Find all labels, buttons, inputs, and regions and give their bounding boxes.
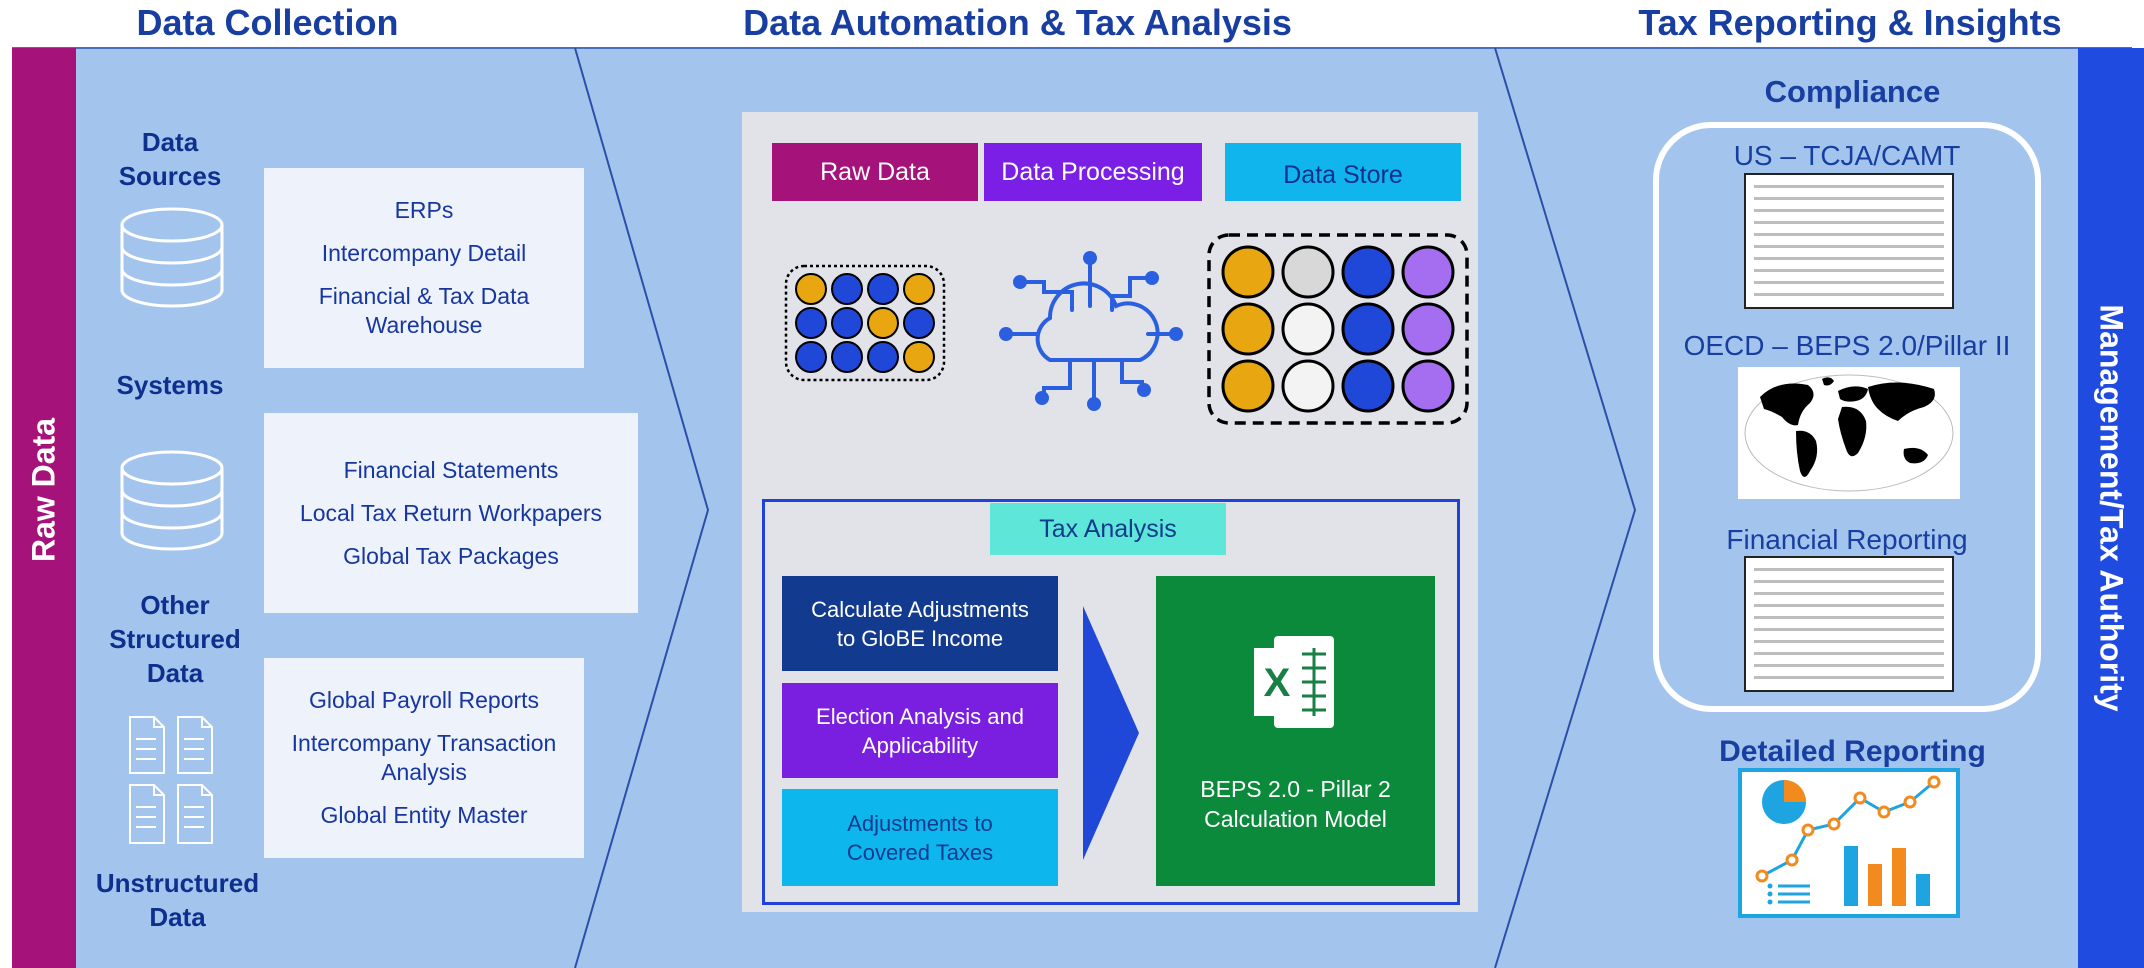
compliance-title: Compliance xyxy=(1764,74,1941,109)
financial-report-document-icon xyxy=(1744,556,1954,692)
other-structured-label: Other Structured Data xyxy=(109,590,241,688)
unstructured-data-label: Unstructured Data xyxy=(95,868,260,932)
pillar2-model-box: X BEPS 2.0 - Pillar 2 Calculation Model xyxy=(1156,576,1435,886)
other-item: Global Entity Master xyxy=(320,802,528,828)
database-icon xyxy=(120,450,224,551)
model-label: BEPS 2.0 - Pillar 2 Calculation Model xyxy=(1200,776,1391,832)
cloud-network-icon xyxy=(999,251,1183,411)
compliance-item-financial: Financial Reporting xyxy=(1726,524,1968,555)
header-data-automation: Data Automation & Tax Analysis xyxy=(743,2,1292,43)
detailed-reporting-title: Detailed Reporting xyxy=(1719,735,1986,768)
compliance-item-us: US – TCJA/CAMT xyxy=(1733,140,1961,171)
system-item: Local Tax Return Workpapers xyxy=(299,499,603,526)
other-data-box: Global Payroll Reports Intercompany Tran… xyxy=(264,658,584,858)
data-sources-label: Data Sources xyxy=(118,127,222,191)
world-map-icon xyxy=(1738,367,1960,499)
compliance-frame xyxy=(1653,122,2041,712)
header-data-collection: Data Collection xyxy=(136,2,399,43)
tax-analysis-tag: Tax Analysis xyxy=(990,503,1226,555)
source-item: ERPs xyxy=(394,197,454,223)
systems-label: Systems xyxy=(116,370,224,400)
management-bar-label: Management/Tax Authority xyxy=(2093,304,2130,712)
source-item: Financial & Tax Data Warehouse xyxy=(318,283,530,338)
database-icon xyxy=(120,207,224,308)
source-item: Intercompany Detail xyxy=(321,240,527,266)
data-processing-tag: Data Processing xyxy=(984,143,1202,201)
system-item: Financial Statements xyxy=(343,456,559,483)
data-store-dots-icon xyxy=(1207,233,1469,425)
raw-data-bar-label: Raw Data xyxy=(25,417,62,563)
svg-text:X: X xyxy=(1264,661,1291,705)
tax-form-document-icon xyxy=(1744,173,1954,309)
data-sources-box: ERPs Intercompany Detail Financial & Tax… xyxy=(264,168,584,368)
dashboard-chart-icon xyxy=(1738,768,1960,918)
excel-icon: X xyxy=(1254,636,1334,728)
flow-arrow-icon xyxy=(1083,606,1139,860)
document-icon xyxy=(129,716,213,844)
data-store-tag: Data Store xyxy=(1225,143,1461,201)
system-item: Global Tax Packages xyxy=(343,542,559,569)
raw-data-dots-icon xyxy=(784,264,946,382)
compliance-item-oecd: OECD – BEPS 2.0/Pillar II xyxy=(1683,330,2011,361)
raw-data-tag: Raw Data xyxy=(772,143,978,201)
other-item: Intercompany Transaction Analysis xyxy=(291,730,557,785)
header-tax-reporting: Tax Reporting & Insights xyxy=(1638,2,2062,43)
other-item: Global Payroll Reports xyxy=(308,687,540,713)
systems-box: Financial Statements Local Tax Return Wo… xyxy=(264,413,638,613)
tax-analysis-frame xyxy=(762,499,1460,905)
